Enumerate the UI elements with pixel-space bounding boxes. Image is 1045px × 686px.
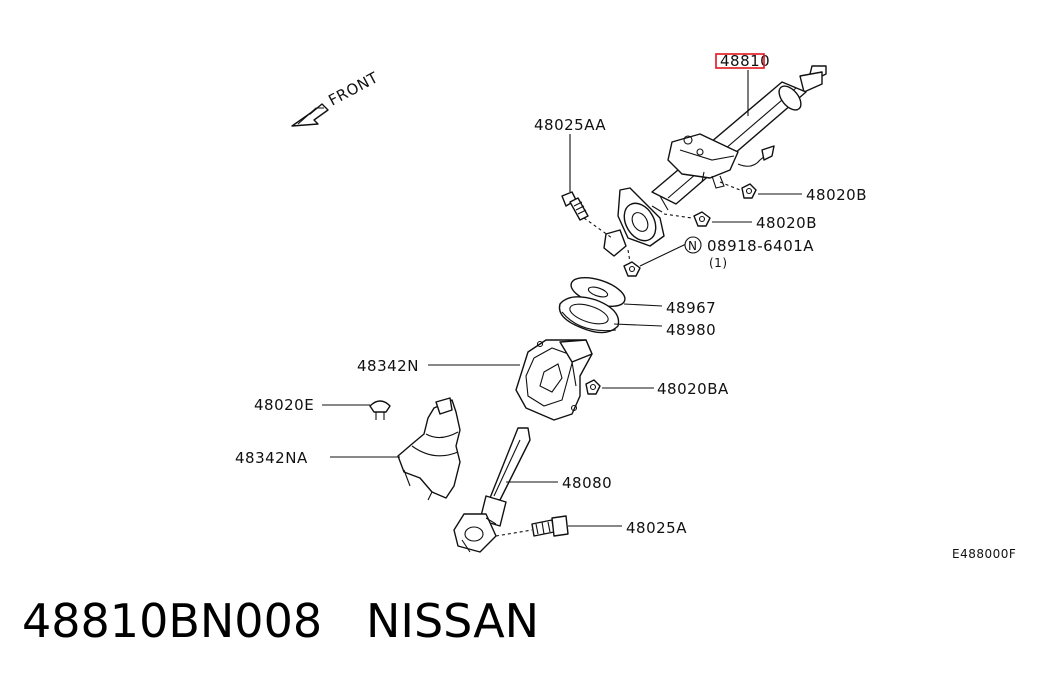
callout-48025aa: 48025AA (534, 116, 606, 134)
callout-48810: 48810 (720, 52, 770, 70)
front-arrow-icon (291, 103, 329, 127)
column-hole-cover-48342n (515, 339, 593, 421)
nut-48020b-upper (741, 183, 757, 199)
callout-08918-6401a: 08918-6401A (707, 237, 814, 255)
steering-column-assembly (603, 65, 827, 257)
brand-name: NISSAN (365, 594, 540, 648)
callout-48342na: 48342NA (235, 449, 308, 467)
nut-48020b-lower (693, 211, 711, 227)
footer: 48810BN008 NISSAN (22, 598, 539, 644)
callout-48810-highlight (715, 53, 765, 69)
callout-48020b-upper: 48020B (806, 186, 867, 204)
figure-code: E488000F (952, 547, 1016, 561)
part-number: 48810BN008 (22, 594, 323, 648)
nut-48020ba (585, 379, 601, 395)
callout-48342n: 48342N (357, 357, 419, 375)
front-label: FRONT (325, 68, 381, 109)
callout-48020b-lower: 48020B (756, 214, 817, 232)
bolt-48025aa (561, 191, 589, 221)
bolt-48025a (531, 515, 569, 537)
callout-48025a: 48025A (626, 519, 687, 537)
nut-08918-6401a (623, 261, 641, 277)
callout-48080: 48080 (562, 474, 612, 492)
callout-48020e: 48020E (254, 396, 314, 414)
callout-08918-quantity: (1) (709, 256, 728, 270)
nut-symbol-icon (684, 236, 702, 254)
clip-48020e (369, 400, 391, 420)
callout-48980: 48980 (666, 321, 716, 339)
callout-48967: 48967 (666, 299, 716, 317)
lower-shaft-48080 (453, 427, 531, 553)
seal-48980 (558, 296, 620, 334)
nut-symbol-letter: N (688, 239, 697, 253)
boot-48342na (397, 397, 461, 501)
callout-48020ba: 48020BA (657, 380, 729, 398)
